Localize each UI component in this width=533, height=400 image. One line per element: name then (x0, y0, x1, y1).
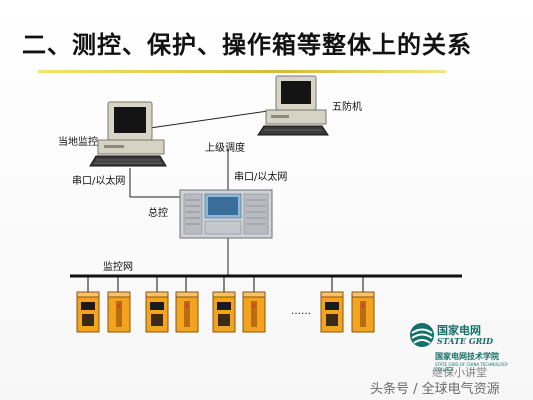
watermark-account: 继保小讲堂 (432, 366, 487, 379)
slide-title: 二、测控、保护、操作箱等整体上的关系 (22, 30, 472, 59)
link-monitor-to-five-prevention (149, 109, 276, 129)
master-control-rack-icon (179, 189, 273, 239)
label-monitor-network: 监控网 (103, 262, 133, 273)
label-master-control: 总控 (148, 208, 168, 219)
protection-device-icon (242, 291, 266, 333)
label-serial-left: 串口/以太网 (72, 176, 126, 187)
watermark-source: 头条号 / 全球电气资源 (370, 382, 500, 397)
logo-en-name: STATE GRID (437, 336, 494, 346)
state-grid-globe-icon (410, 323, 434, 347)
logo-cn-name: 国家电网 (437, 324, 481, 337)
label-serial-right: 串口/以太网 (234, 172, 288, 183)
logo-college-en: STATE GRID OF CHINA TECHNOLOGY COLLEGE (435, 362, 508, 372)
protection-device-icon (320, 291, 344, 333)
protection-device-icon (107, 291, 131, 333)
protection-device-icon (212, 291, 236, 333)
state-grid-logo: 国家电网 STATE GRID 国家电网技术学院 STATE GRID OF C… (407, 318, 525, 372)
label-ellipsis: …… (291, 306, 311, 317)
protection-device-icon (145, 291, 169, 333)
label-five-prevention: 五防机 (332, 102, 362, 113)
protection-device-icon (76, 291, 100, 333)
protection-device-icon (351, 291, 375, 333)
field-devices (76, 291, 375, 333)
local-monitor-computer-icon (89, 101, 167, 167)
title-underline (38, 70, 446, 73)
label-upper-dispatch: 上级调度 (205, 143, 245, 154)
protection-device-icon (175, 291, 199, 333)
label-local-monitor: 当地监控 (58, 137, 98, 148)
logo-college-name: 国家电网技术学院 (435, 352, 499, 361)
connection-lines (129, 109, 276, 276)
five-prevention-computer-icon (257, 75, 329, 136)
